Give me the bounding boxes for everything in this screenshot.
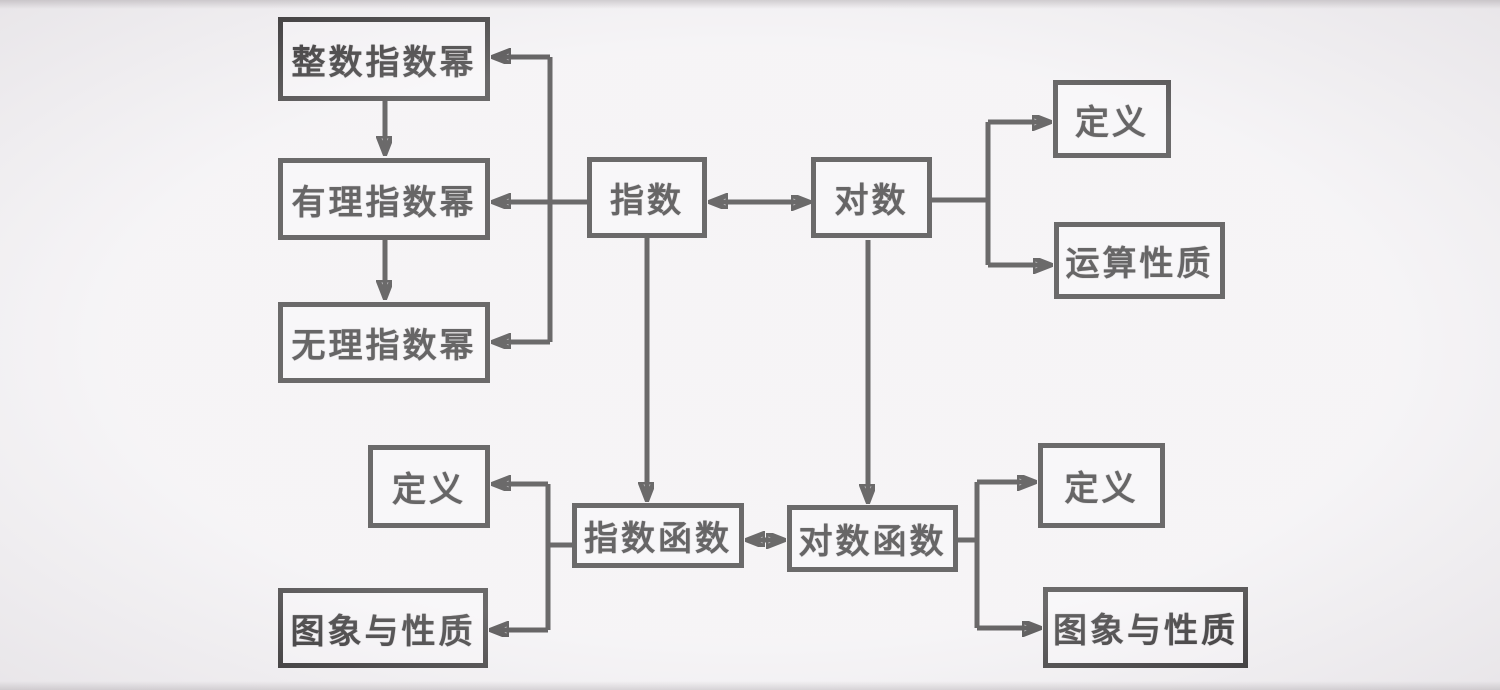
node-label: 定义 <box>392 471 466 509</box>
node-label: 对数函数 <box>798 523 947 561</box>
node-logarithmic-function: 对数函数 <box>787 505 958 572</box>
node-label: 图象与性质 <box>290 612 476 651</box>
node-logarithm-definition: 定义 <box>1053 80 1171 158</box>
node-exponential-graph-properties: 图象与性质 <box>278 588 488 668</box>
node-label: 整数指数幂 <box>291 43 477 82</box>
node-rational-exponent-power: 有理指数幂 <box>278 158 490 240</box>
node-label: 定义 <box>1064 470 1139 508</box>
node-logarithmic-function-definition: 定义 <box>1038 443 1165 528</box>
node-integer-exponent-power: 整数指数幂 <box>278 17 490 101</box>
node-label: 指数函数 <box>584 520 732 558</box>
node-label: 图象与性质 <box>1053 612 1238 650</box>
node-operation-properties: 运算性质 <box>1054 222 1225 299</box>
node-label: 对数 <box>834 182 909 220</box>
node-logarithm: 对数 <box>811 157 932 238</box>
node-label: 有理指数幂 <box>291 183 477 222</box>
node-label: 无理指数幂 <box>291 327 477 365</box>
node-label: 运算性质 <box>1065 245 1214 283</box>
node-label: 定义 <box>1075 103 1149 142</box>
node-label: 指数 <box>610 182 684 220</box>
node-irrational-exponent-power: 无理指数幂 <box>278 302 490 383</box>
node-exponent: 指数 <box>587 157 707 238</box>
node-exponential-function-definition: 定义 <box>368 445 490 528</box>
node-exponential-function: 指数函数 <box>572 503 744 568</box>
node-logarithmic-graph-properties: 图象与性质 <box>1043 587 1248 668</box>
